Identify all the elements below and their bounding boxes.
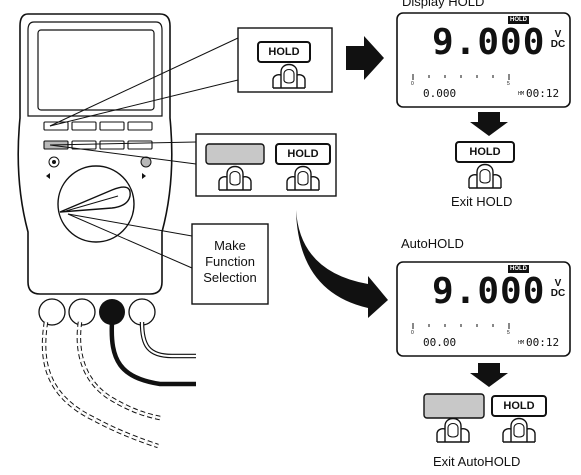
callout-text: Make Function Selection xyxy=(192,238,268,286)
lcd-secondary-reading: 00.00 xyxy=(423,336,457,349)
autohold-title: AutoHOLD xyxy=(401,236,464,251)
hold-button-label: HOLD xyxy=(287,148,319,160)
test-leads xyxy=(41,321,196,449)
lcd-timer-value: 00:12 xyxy=(526,336,560,349)
arrow-to-display-hold xyxy=(346,36,384,80)
lcd-scale-0: 0 xyxy=(411,330,414,336)
lcd-timer-value: 00:12 xyxy=(526,87,560,100)
lcd-secondary-reading: 0.000 xyxy=(423,87,457,100)
callout-line-3: Selection xyxy=(203,270,257,285)
exit-hold-button-illustration xyxy=(455,141,515,189)
exit-autohold-buttons-illustration xyxy=(423,393,547,443)
lcd-hold-badge: HOLD xyxy=(508,265,529,273)
lcd-scale-0: 0 xyxy=(411,81,414,87)
lcd-unit: V DC xyxy=(550,30,566,50)
meter-function-buttons xyxy=(43,121,153,150)
lcd-unit-bottom: DC xyxy=(550,288,566,299)
lcd-unit: V DC xyxy=(550,279,566,299)
leader-lines xyxy=(49,37,239,269)
hold-button-label: HOLD xyxy=(469,146,501,158)
lcd-unit-top: V xyxy=(554,278,562,289)
two-button-inset xyxy=(195,133,337,197)
arrow-down-display-hold xyxy=(470,112,508,136)
callout-line-2: Function xyxy=(205,254,255,269)
lcd-scale-5: 5 xyxy=(507,81,510,87)
hold-press-inset xyxy=(237,27,333,93)
display-hold-title: Display HOLD xyxy=(402,0,485,9)
exit-autohold-caption: Exit AutoHOLD xyxy=(433,454,521,469)
autohold-lcd xyxy=(396,261,571,357)
arrow-down-autohold xyxy=(470,363,508,387)
arrow-to-autohold xyxy=(296,210,388,318)
exit-hold-caption: Exit HOLD xyxy=(451,194,513,209)
rotary-dial xyxy=(57,165,135,243)
hold-button-label: HOLD xyxy=(503,400,535,412)
callout-line-1: Make xyxy=(214,238,246,253)
lcd-unit-top: V xyxy=(554,29,562,40)
lcd-scale-5: 5 xyxy=(507,330,510,336)
lcd-timer-prefix: HM xyxy=(518,340,525,346)
lcd-main-reading: 9.000 xyxy=(432,22,546,63)
display-hold-lcd xyxy=(396,12,571,108)
hold-button-label: HOLD xyxy=(268,46,300,58)
lcd-hold-badge: HOLD xyxy=(508,16,529,24)
multimeter xyxy=(17,13,196,449)
lcd-main-reading: 9.000 xyxy=(432,271,546,312)
input-jacks xyxy=(38,298,156,326)
lcd-timer-prefix: HM xyxy=(518,91,525,97)
function-selection-callout xyxy=(191,223,269,305)
lcd-unit-bottom: DC xyxy=(550,39,566,50)
